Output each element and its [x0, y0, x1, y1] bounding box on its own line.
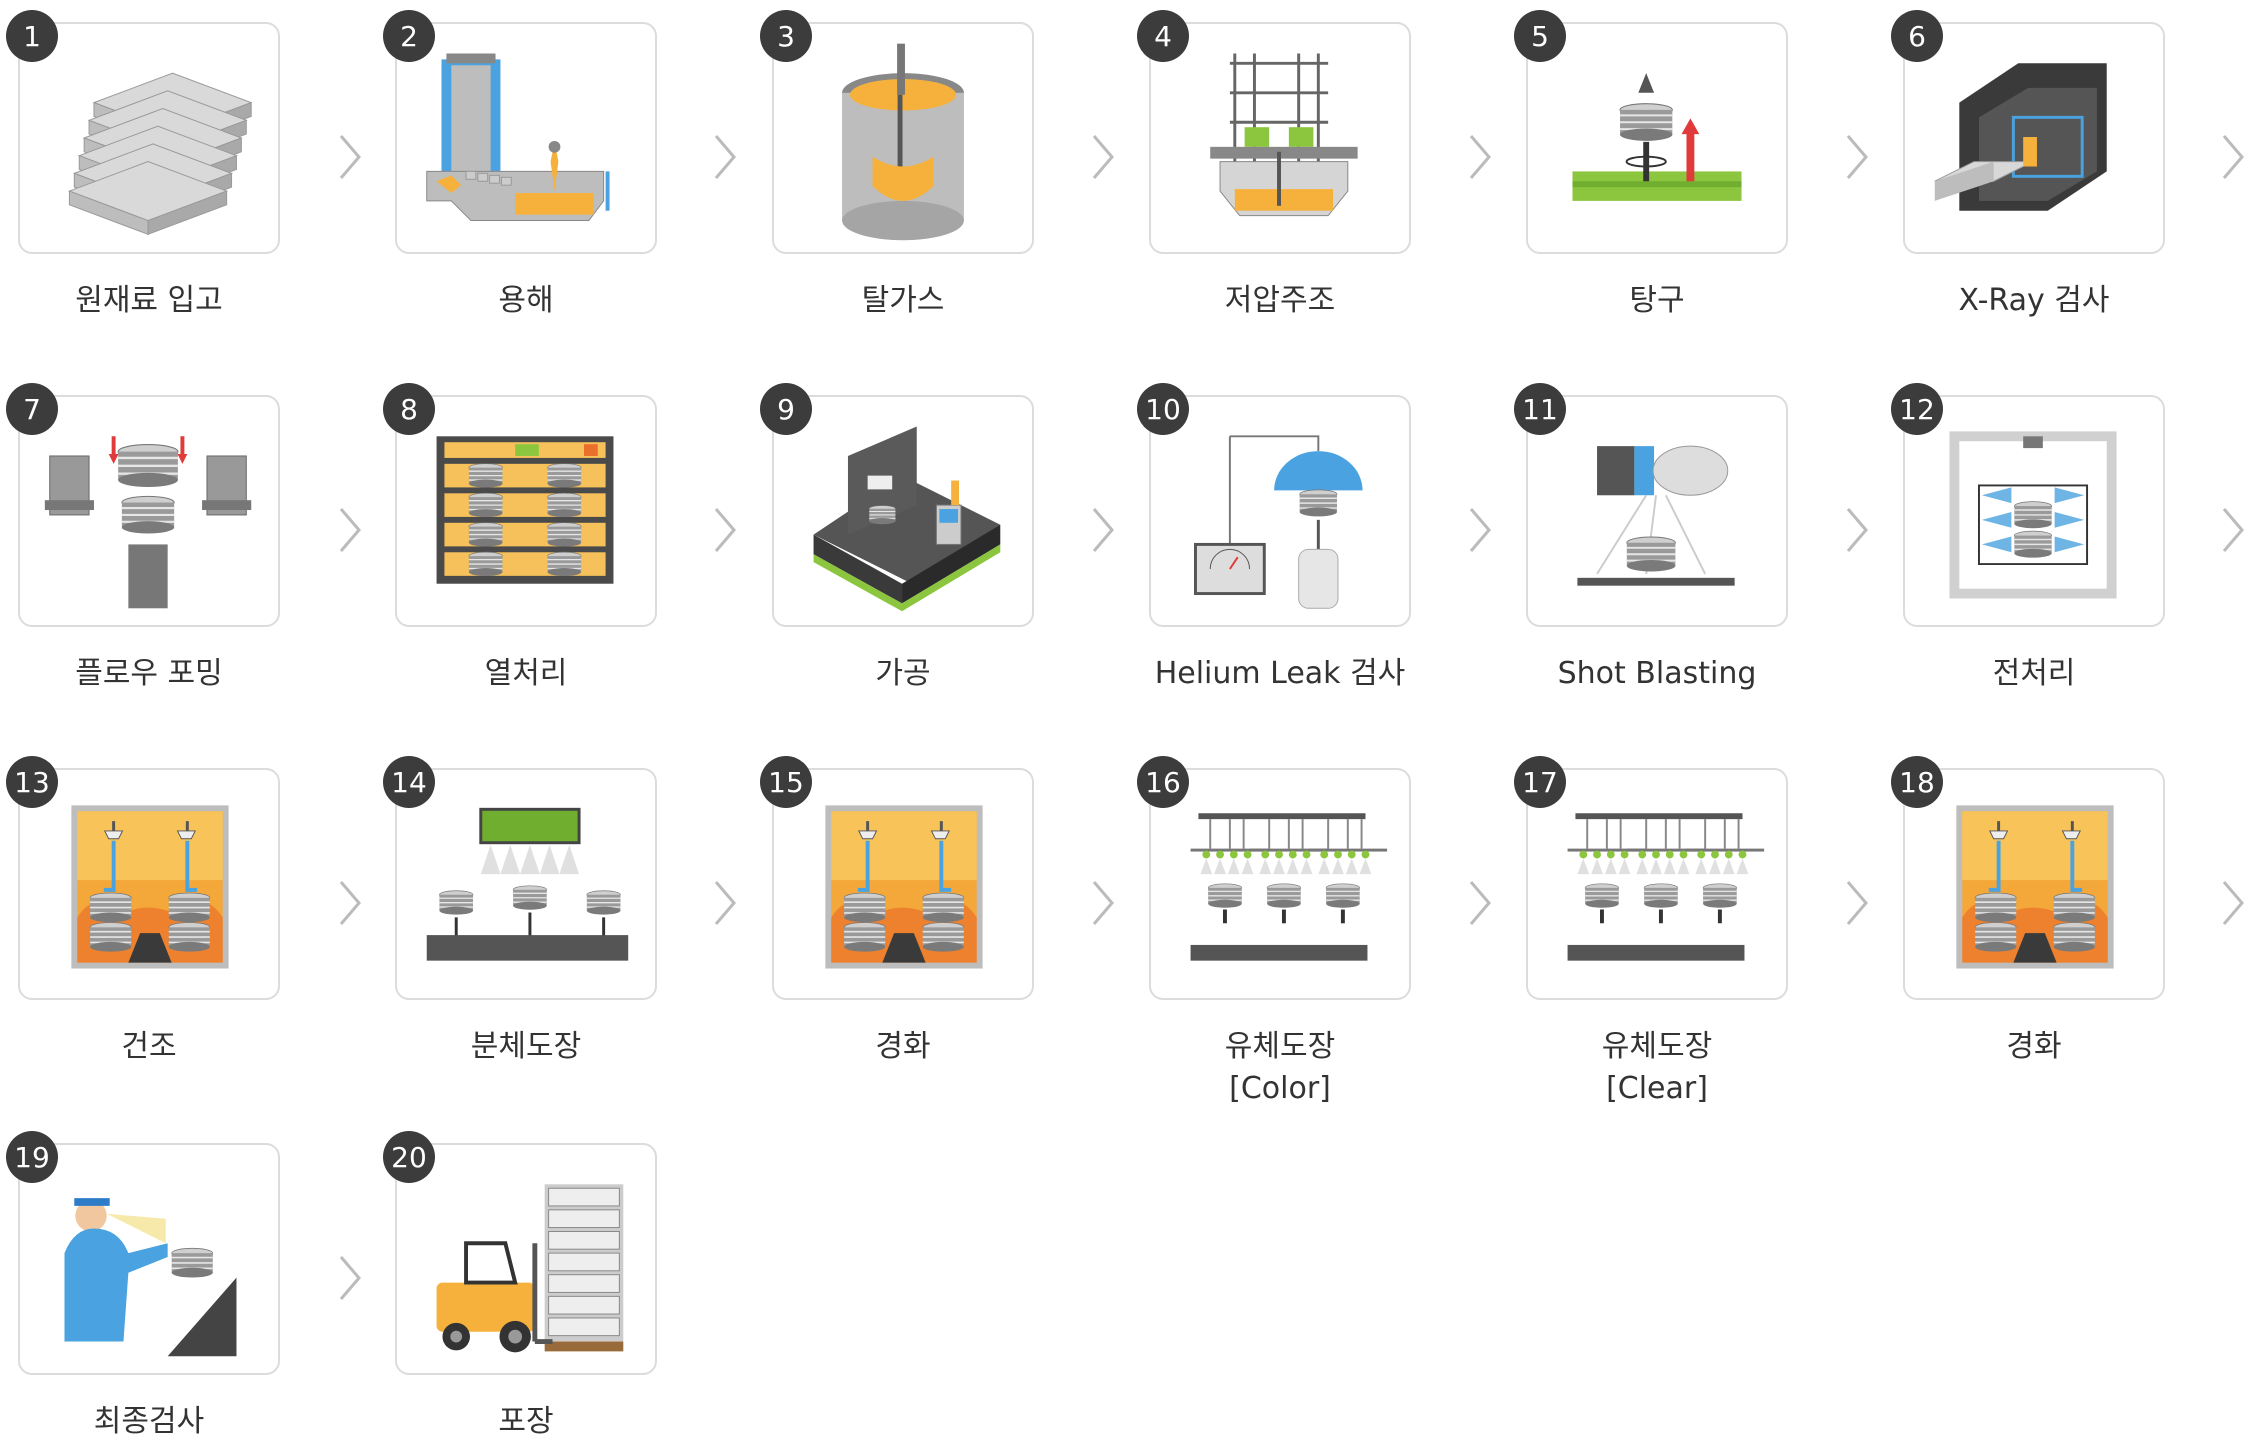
step-card [18, 1143, 280, 1375]
chevron-right-icon [710, 505, 740, 555]
step-number-badge: 10 [1137, 383, 1189, 435]
step-number-badge: 14 [383, 756, 435, 808]
step-label: 플로우 포밍 [75, 656, 223, 691]
step-number-badge: 15 [760, 756, 812, 808]
step-number-badge: 4 [1137, 10, 1189, 62]
liquid-paint-clear-icon [1567, 813, 1765, 961]
step-number-badge: 16 [1137, 756, 1189, 808]
step-number-badge: 6 [1891, 10, 1943, 62]
chevron-right-icon [710, 878, 740, 928]
step-number-badge: 2 [383, 10, 435, 62]
chevron-right-icon [2218, 878, 2248, 928]
chevron-right-icon [335, 132, 365, 182]
step-card [1903, 395, 2165, 627]
heat-treatment-icon [436, 436, 614, 584]
step-card [772, 395, 1034, 627]
step-card [772, 22, 1034, 254]
step-card [1903, 22, 2165, 254]
step-card [1149, 22, 1411, 254]
melting-furnace-icon [426, 53, 610, 222]
step-number-badge: 11 [1514, 383, 1566, 435]
step-card [18, 395, 280, 627]
step-number-badge: 1 [6, 10, 58, 62]
chevron-right-icon [1088, 878, 1118, 928]
chevron-right-icon [1465, 878, 1495, 928]
chevron-right-icon [710, 132, 740, 182]
step-card [395, 1143, 657, 1375]
pretreatment-icon [1949, 431, 2117, 599]
step-label: X-Ray 검사 [1958, 283, 2110, 318]
chevron-right-icon [1842, 878, 1872, 928]
step-number-badge: 13 [6, 756, 58, 808]
chevron-right-icon [2218, 505, 2248, 555]
forklift-packing-icon [436, 1184, 624, 1353]
step-label: 가공 [875, 656, 931, 691]
step-label: 유체도장 [Color] [1224, 1029, 1336, 1106]
step-card [1526, 395, 1788, 627]
step-label: Shot Blasting [1557, 656, 1757, 691]
step-number-badge: 9 [760, 383, 812, 435]
flow-forming-icon [44, 436, 252, 609]
step-label: 열처리 [484, 656, 568, 691]
step-label: 저압주조 [1224, 283, 1336, 318]
step-label: Helium Leak 검사 [1154, 656, 1406, 691]
curing-oven-icon [1956, 805, 2114, 969]
step-number-badge: 8 [383, 383, 435, 435]
step-label: 경화 [875, 1029, 931, 1064]
step-label: 최종검사 [93, 1404, 205, 1439]
step-label: 탕구 [1629, 283, 1685, 318]
step-card [395, 395, 657, 627]
drying-oven-icon [71, 805, 229, 969]
curing-oven-icon [825, 805, 983, 969]
step-number-badge: 17 [1514, 756, 1566, 808]
sprue-removal-icon [1572, 73, 1742, 201]
degassing-ladle-icon [842, 43, 964, 241]
chevron-right-icon [2218, 132, 2248, 182]
step-label: 경화 [2006, 1029, 2062, 1064]
step-card [395, 22, 657, 254]
chevron-right-icon [1088, 132, 1118, 182]
step-number-badge: 12 [1891, 383, 1943, 435]
step-card [18, 22, 280, 254]
final-inspection-icon [64, 1198, 237, 1357]
low-pressure-casting-icon [1210, 53, 1358, 217]
step-card [395, 768, 657, 1000]
cnc-machining-icon [813, 426, 1001, 612]
step-card [1149, 395, 1411, 627]
chevron-right-icon [1088, 505, 1118, 555]
chevron-right-icon [335, 505, 365, 555]
step-card [1526, 22, 1788, 254]
step-label: 분체도장 [470, 1029, 582, 1064]
step-label: 용해 [498, 283, 554, 318]
step-number-badge: 7 [6, 383, 58, 435]
step-label: 유체도장 [Clear] [1601, 1029, 1713, 1106]
step-card [18, 768, 280, 1000]
step-card [772, 768, 1034, 1000]
step-number-badge: 18 [1891, 756, 1943, 808]
chevron-right-icon [1465, 132, 1495, 182]
chevron-right-icon [1842, 505, 1872, 555]
helium-leak-test-icon [1194, 435, 1363, 609]
step-number-badge: 20 [383, 1131, 435, 1183]
step-label: 탈가스 [861, 283, 945, 318]
step-number-badge: 3 [760, 10, 812, 62]
step-label: 포장 [498, 1404, 554, 1439]
liquid-paint-color-icon [1190, 813, 1388, 961]
shot-blasting-icon [1577, 445, 1735, 586]
step-number-badge: 19 [6, 1131, 58, 1183]
ingot-stack-icon [67, 72, 253, 236]
step-label: 전처리 [1992, 656, 2076, 691]
step-number-badge: 5 [1514, 10, 1566, 62]
step-card [1526, 768, 1788, 1000]
powder-coating-icon [426, 807, 629, 961]
chevron-right-icon [335, 878, 365, 928]
chevron-right-icon [335, 1253, 365, 1303]
chevron-right-icon [1465, 505, 1495, 555]
step-card [1149, 768, 1411, 1000]
step-label: 원재료 입고 [75, 283, 223, 318]
xray-chamber-icon [1934, 63, 2107, 211]
step-card [1903, 768, 2165, 1000]
step-label: 건조 [121, 1029, 177, 1064]
chevron-right-icon [1842, 132, 1872, 182]
